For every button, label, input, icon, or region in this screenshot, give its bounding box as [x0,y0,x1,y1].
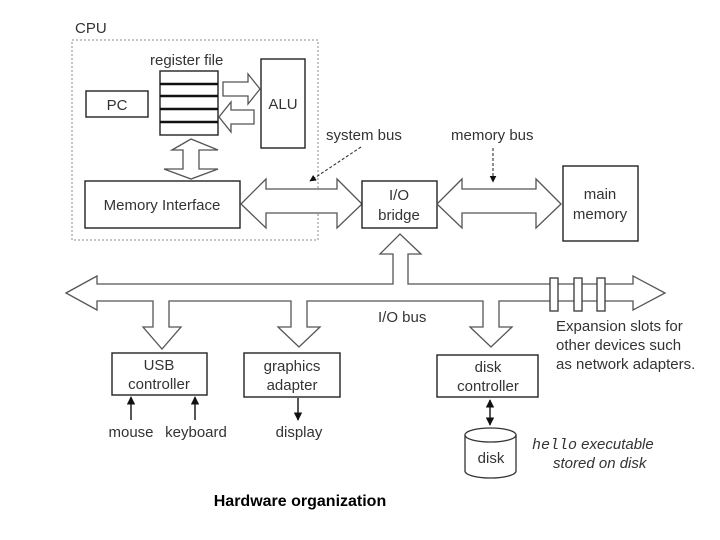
hello-note-line-2: stored on disk [553,455,648,472]
expansion-note-1: Expansion slots for [556,318,683,335]
regfile-memif-arrow [163,138,219,180]
hello-code: hello [532,437,577,454]
disk-controller-label-1: disk [475,359,502,376]
main-memory-label-2: memory [573,206,628,223]
memory-interface-label: Memory Interface [104,197,221,214]
memory-bus-arrow [436,177,562,230]
mouse-label: mouse [108,424,153,441]
disk-controller-label-2: controller [457,378,519,395]
main-memory-box [562,165,639,242]
regfile-to-alu-arrow [222,72,261,106]
figure-caption: Hardware organization [213,493,387,510]
system-bus-label: system bus [326,127,402,144]
system-bus-arrow [240,177,363,230]
disk-controller-box [436,354,539,398]
register-file [159,70,219,136]
system-bus-pointer [309,146,362,182]
pc-box [85,90,149,118]
io-bus-label: I/O bus [378,309,426,326]
usb-controller-box [111,352,208,396]
expansion-note-3: as network adapters. [556,356,695,373]
cpu-region [71,39,319,241]
display-label: display [276,424,323,441]
graphics-adapter-label-1: graphics [264,358,321,375]
usb-controller-label-2: controller [128,376,190,393]
io-bus-arrow [64,233,667,350]
hello-note-line-1: hello executable [532,436,654,454]
expansion-note-2: other devices such [556,337,681,354]
memory-bus-label: memory bus [451,127,534,144]
register-file-label: register file [150,52,223,69]
alu-to-regfile-arrow [218,100,255,134]
graphics-adapter-label-2: adapter [267,377,318,394]
expansion-slots [549,277,606,312]
usb-controller-label-1: USB [144,357,175,374]
main-memory-label-1: main [584,186,617,203]
hello-note-rest: executable [577,436,654,453]
alu-label: ALU [268,96,297,113]
disk-label: disk [478,450,505,467]
memory-interface-box [84,180,241,229]
keyboard-label: keyboard [165,424,227,441]
graphics-adapter-box [243,352,341,398]
io-bridge-label-2: bridge [378,207,420,224]
pc-label: PC [107,97,128,114]
disk-icon [464,427,517,479]
cpu-label: CPU [75,20,107,37]
io-bridge-box [361,180,438,229]
alu-box [260,58,306,149]
io-bridge-label-1: I/O [389,187,409,204]
